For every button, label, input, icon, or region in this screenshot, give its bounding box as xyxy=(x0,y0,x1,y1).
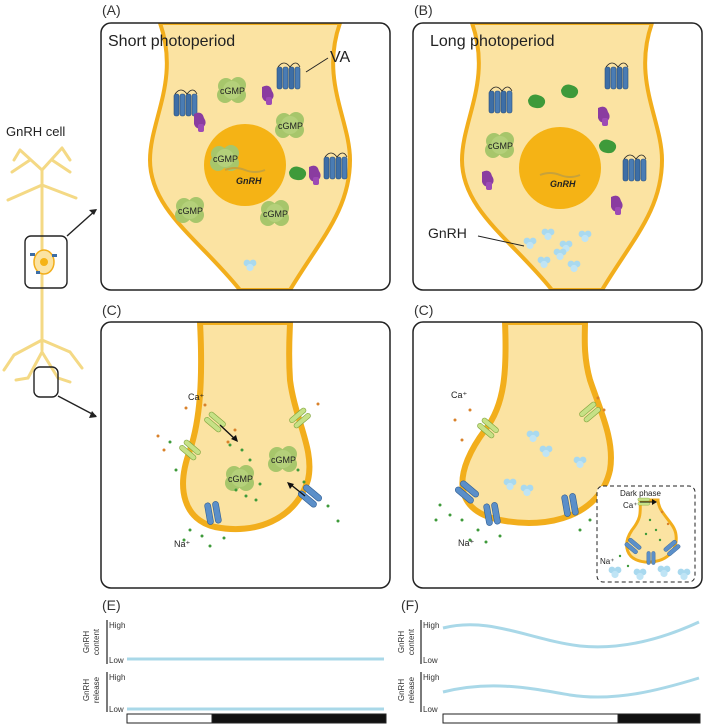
nucleus-cgmp-label: cGMP xyxy=(213,154,238,164)
gnrh-gene-label: GnRH xyxy=(236,176,262,186)
low-tick-label: Low xyxy=(109,705,124,714)
graph-e: (E) GnRH content High Low GnRH release H… xyxy=(82,597,387,724)
y-axis-label: release xyxy=(92,676,101,703)
cgmp-label: cGMP xyxy=(278,121,303,131)
inset-sodium-label: Na⁺ xyxy=(600,557,614,566)
gnrh-cell-label: GnRH cell xyxy=(6,124,65,139)
high-tick-label: High xyxy=(423,673,439,682)
graph-f-content: GnRH content High Low xyxy=(397,620,700,665)
soma-zoom-box xyxy=(24,235,68,289)
inset-calcium-label: Ca⁺ xyxy=(623,501,637,510)
cgmp-label: cGMP xyxy=(488,141,513,151)
cgmp-label: cGMP xyxy=(178,206,203,216)
high-tick-label: High xyxy=(109,621,125,630)
panel-b-letter: (B) xyxy=(414,2,433,18)
dark-phase-bar xyxy=(211,713,387,724)
panel-d: (C) xyxy=(412,302,703,589)
calcium-label: Ca⁺ xyxy=(188,392,205,402)
y-axis-label: GnRH xyxy=(82,631,91,653)
graph-f-release: GnRH release High Low xyxy=(397,672,700,714)
light-phase-bar xyxy=(126,713,213,724)
panel-b-title: Long photoperiod xyxy=(430,33,555,50)
panel-b: (B) Long photoperiod cGMP GnRH xyxy=(412,2,703,291)
panel-c-letter: (C) xyxy=(102,302,121,318)
cgmp-label: cGMP xyxy=(228,474,253,484)
low-tick-label: Low xyxy=(423,656,438,665)
graph-e-letter: (E) xyxy=(102,597,121,613)
panel-a-title: Short photoperiod xyxy=(108,33,235,50)
panel-d-frame xyxy=(412,321,703,589)
y-axis-label: GnRH xyxy=(397,679,406,701)
panel-c-frame xyxy=(100,321,391,589)
light-phase-bar xyxy=(442,713,619,724)
inset-title: Dark phase xyxy=(620,489,661,498)
low-tick-label: Low xyxy=(109,656,124,665)
cgmp-label: cGMP xyxy=(271,455,296,465)
sodium-label: Na⁺ xyxy=(174,539,191,549)
graph-e-release: GnRH release High Low xyxy=(82,672,384,714)
y-axis-label: content xyxy=(92,628,101,655)
panel-a-frame xyxy=(100,22,391,291)
high-tick-label: High xyxy=(423,621,439,630)
va-label: VA xyxy=(330,49,350,66)
y-axis-label: content xyxy=(407,628,416,655)
panel-c: (C) xyxy=(100,302,391,589)
y-axis-label: GnRH xyxy=(82,679,91,701)
panel-a: (A) Short photoperiod VA cGMP cGMP cGMP … xyxy=(100,2,391,291)
y-axis-label: GnRH xyxy=(397,631,406,653)
cgmp-label: cGMP xyxy=(220,86,245,96)
gnrh-neuron-illustration: GnRH cell xyxy=(2,124,97,418)
panel-a-letter: (A) xyxy=(102,2,121,18)
graph-f: (F) GnRH content High Low GnRH release H… xyxy=(397,597,701,724)
cgmp-label: cGMP xyxy=(263,209,288,219)
high-tick-label: High xyxy=(109,673,125,682)
gnrh-peptide-label: GnRH xyxy=(428,225,467,241)
graph-f-letter: (F) xyxy=(401,597,419,613)
sodium-label: Na⁺ xyxy=(458,538,475,548)
graph-e-content: GnRH content High Low xyxy=(82,620,384,665)
panel-b-frame xyxy=(412,22,703,291)
y-axis-label: release xyxy=(407,676,416,703)
content-curve-f xyxy=(442,620,700,649)
calcium-label: Ca⁺ xyxy=(451,390,468,400)
gnrh-gene-label: GnRH xyxy=(550,179,576,189)
panel-d-letter: (C) xyxy=(414,302,433,318)
release-curve-f xyxy=(442,676,700,699)
terminal-zoom-box xyxy=(33,366,59,398)
low-tick-label: Low xyxy=(423,705,438,714)
dark-phase-inset xyxy=(596,485,696,583)
dark-phase-bar xyxy=(617,713,701,724)
